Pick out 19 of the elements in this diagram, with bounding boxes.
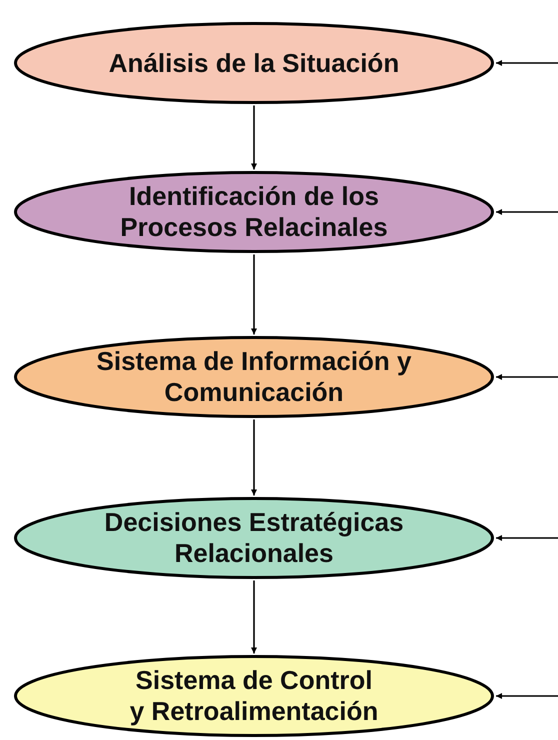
arrow: [496, 535, 558, 541]
arrow: [251, 580, 257, 654]
arrow: [251, 254, 257, 334]
step-label: Sistema de Información y Comunicación: [96, 346, 412, 408]
arrow: [496, 209, 558, 215]
step-label: Análisis de la Situación: [108, 48, 400, 78]
step-label: Identificación de los Procesos Relacinales: [119, 181, 389, 243]
step-label: Decisiones Estratégicas Relacionales: [103, 507, 405, 569]
process-ellipse: [14, 336, 494, 418]
arrow: [496, 60, 558, 66]
process-ellipse: [14, 497, 494, 579]
process-ellipse: [14, 655, 494, 737]
arrow: [496, 693, 558, 699]
process-ellipse: [14, 22, 494, 104]
arrow: [496, 374, 558, 380]
step-label: Sistema de Control y Retroalimentación: [129, 665, 379, 727]
arrow: [251, 106, 257, 170]
arrow: [251, 420, 257, 496]
process-ellipse: [14, 171, 494, 253]
